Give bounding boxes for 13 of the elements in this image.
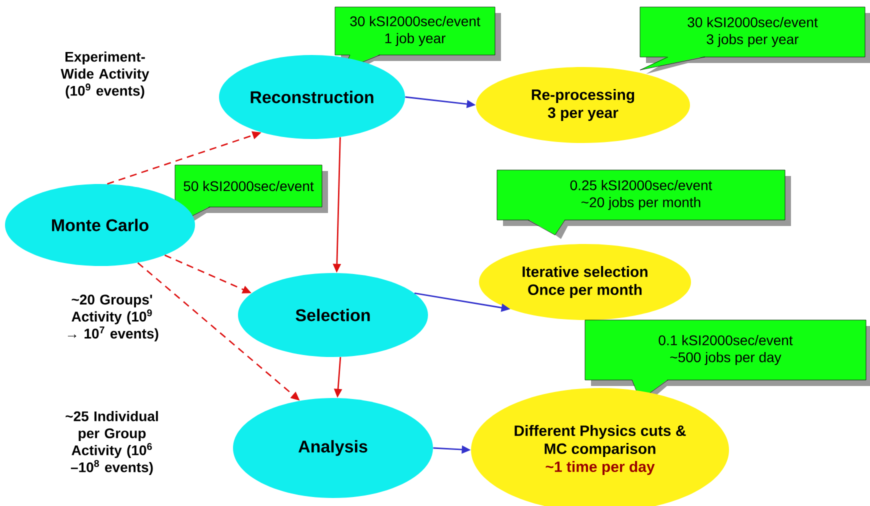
ellipse-node: Re-processing 3 per year [476, 67, 690, 143]
callout-box: 30 kSI2000sec/event 3 jobs per year [640, 6, 870, 74]
ellipse-node: Iterative selection Once per month [479, 244, 691, 320]
activity-label: ~25 Individual per Group Activity (10$^{6}$ –10$^{8}$ events) [66, 410, 158, 476]
activity-label: Experiment-Wide Activity (10$^{9}$ events) [60, 51, 150, 99]
callout-box: 50 kSI2000sec/event [174, 164, 328, 226]
ellipse-node: Analysis [233, 398, 433, 498]
ellipse-node: Reconstruction [219, 55, 405, 139]
ellipse-node: Selection [238, 273, 428, 357]
callout-box: 30 kSI2000sec/event 1 job year [334, 6, 501, 74]
activity-label: ~20 Groups' Activity (10$^{9}$ → 10$^{7}$ events) [68, 294, 158, 342]
callout-box: 0.25 kSI2000sec/event ~20 jobs per month [496, 170, 791, 239]
callout-box: 0.1 kSI2000sec/event ~500 jobs per day [584, 320, 870, 404]
